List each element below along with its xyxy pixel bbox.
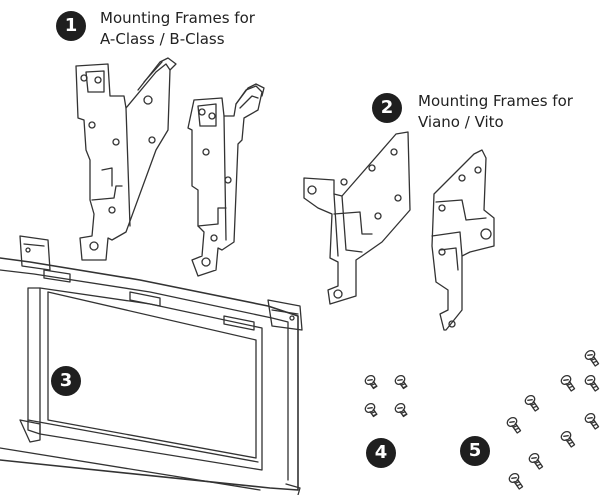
callout-badge-2: 2 (372, 93, 402, 123)
screw (584, 374, 600, 392)
screw (506, 416, 522, 434)
screw (528, 452, 544, 470)
screw (560, 430, 576, 448)
mounting-frame-viano-vito-icon (303, 131, 495, 331)
screw (394, 402, 408, 418)
callout-badge-3: 3 (51, 366, 81, 396)
long-screws-icon (506, 349, 600, 490)
screw (508, 472, 524, 490)
short-screws-icon (364, 374, 408, 418)
callout-badge-4: 4 (366, 438, 396, 468)
screw (364, 402, 378, 418)
mounting-frame-a-b-class-icon (75, 57, 265, 277)
screw (584, 349, 600, 367)
callout-caption-1-line1: Mounting Frames for (100, 9, 255, 27)
screw (364, 374, 378, 390)
callout-caption-2-line1: Mounting Frames for (418, 92, 573, 110)
callout-caption-1-line2: A-Class / B-Class (100, 30, 225, 48)
screw (560, 374, 576, 392)
screw (394, 374, 408, 390)
radio-fascia-panel-icon (0, 235, 303, 495)
callout-badge-1: 1 (56, 11, 86, 41)
screw (524, 394, 540, 412)
screw (584, 412, 600, 430)
callout-badge-5: 5 (460, 436, 490, 466)
callout-caption-2-line2: Viano / Vito (418, 113, 504, 131)
